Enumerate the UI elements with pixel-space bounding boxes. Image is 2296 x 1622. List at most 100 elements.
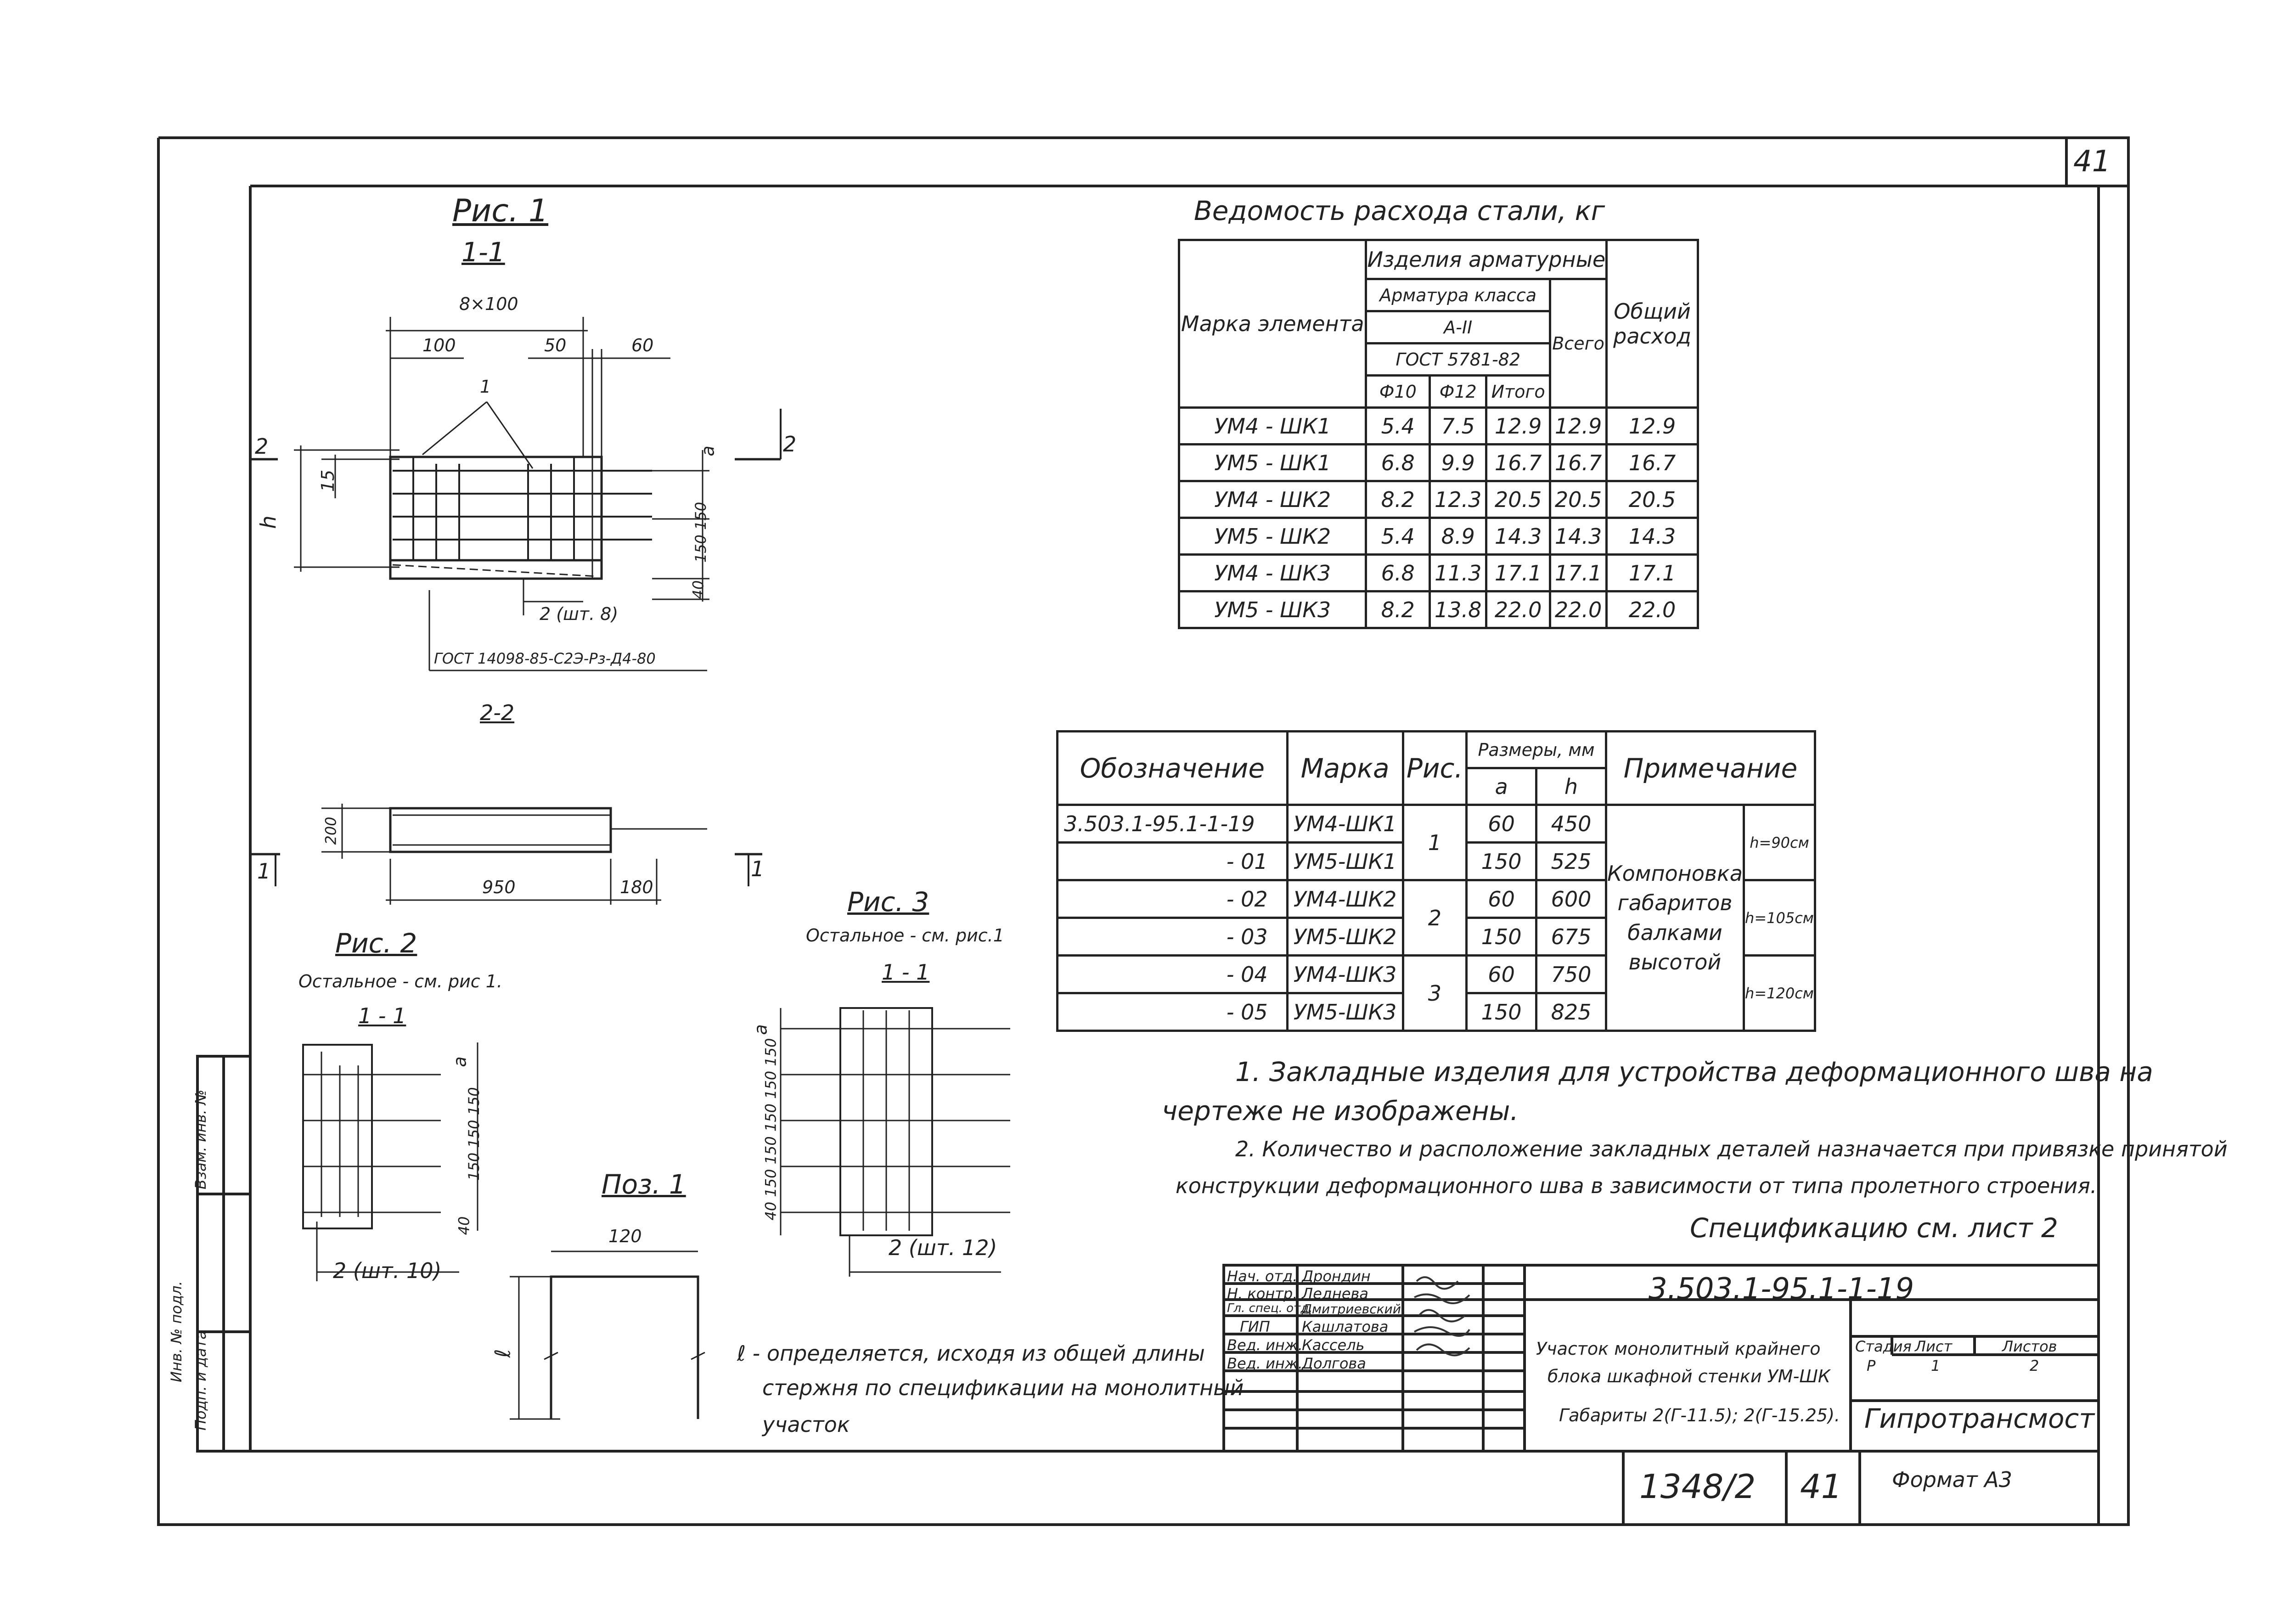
signatures-image [1414, 1276, 1470, 1357]
fig3-bars-note: 2 (шт. 12) [889, 1235, 997, 1260]
steel-row-total: 14.3 [1548, 517, 1608, 556]
spec-row-h: 825 [1535, 992, 1607, 1032]
steel-row: УМ5 - ШК3 8.2 13.8 22.0 22.0 22.0 [1177, 590, 1699, 629]
fig2-title: Рис. 2 [335, 928, 417, 959]
spec-row-mark: УМ5-ШК2 [1286, 917, 1404, 957]
steel-row-total: 16.7 [1548, 443, 1608, 482]
spec-row-a: 150 [1465, 992, 1538, 1032]
fig3-title: Рис. 3 [847, 886, 929, 918]
spec-table: Обозначение Марка Рис. Размеры, мм Приме… [1056, 730, 1817, 1032]
tb-archive-number: 1348/2 [1639, 1467, 1756, 1506]
fig2-dim-150s: 150 150 150 [465, 1087, 483, 1181]
spec-col-sizes: Размеры, мм [1465, 730, 1607, 769]
steel-row-total: 22.0 [1548, 590, 1608, 629]
fig1-dim-200: 200 [322, 817, 340, 845]
spec-row-designation: - 02 [1056, 879, 1289, 919]
steel-col-class: А-II [1365, 310, 1551, 344]
spec-row-h: 525 [1535, 841, 1607, 881]
spec-row-h: 450 [1535, 804, 1607, 844]
fig1-cut-1-left: 1 [257, 859, 271, 884]
tb-desc-line2: блока шкафной стенки УМ-ШК [1548, 1366, 1830, 1386]
fig1-section-2-label: 2-2 [480, 700, 515, 725]
spec-height-120: h=120см [1742, 954, 1817, 1032]
steel-row-subtotal: 12.9 [1485, 406, 1551, 445]
fig3-dim-stack: 40 150 150 150 150 150 [762, 1038, 780, 1221]
pos1-note-line2: стержня по спецификации на монолитный [762, 1375, 1244, 1400]
spec-col-h: h [1535, 767, 1607, 806]
steel-col-d10: Ф10 [1365, 374, 1431, 409]
steel-row-total: 12.9 [1548, 406, 1608, 445]
spec-height-105: h=105см [1742, 879, 1817, 957]
steel-row-d12: 13.8 [1429, 590, 1488, 629]
steel-row-d12: 7.5 [1429, 406, 1488, 445]
fig1-dim-150-150: 150 150 [692, 501, 710, 563]
steel-col-rebar-class: Арматура класса [1365, 278, 1551, 312]
spec-col-note: Примечание [1604, 730, 1817, 806]
steel-row-d10: 8.2 [1365, 480, 1431, 519]
tb-stage: Р [1867, 1357, 1876, 1374]
steel-row-d12: 8.9 [1429, 517, 1488, 556]
steel-row-mark: УМ4 - ШК3 [1177, 553, 1367, 592]
steel-row-d10: 6.8 [1365, 443, 1431, 482]
fig1-dim-a: a [698, 445, 718, 456]
steel-row-d12: 11.3 [1429, 553, 1488, 592]
fig3-dim-a: a [750, 1024, 771, 1035]
tb-role-4: Вед. инж. [1227, 1336, 1303, 1354]
steel-row-mark: УМ4 - ШК2 [1177, 480, 1367, 519]
spec-row-mark: УМ5-ШК1 [1286, 841, 1404, 881]
spec-col-designation: Обозначение [1056, 730, 1289, 806]
spec-row: - 03 УМ5-ШК2 150 675 [1056, 917, 1815, 957]
steel-row-mark: УМ5 - ШК3 [1177, 590, 1367, 629]
fig2-dim-40: 40 [455, 1216, 473, 1235]
doc-code: 3.503.1-95.1-1-19 [1649, 1272, 1914, 1306]
steel-row-total: 17.1 [1548, 553, 1608, 592]
steel-row-mark: УМ5 - ШК1 [1177, 443, 1367, 482]
spec-row-a: 60 [1465, 804, 1538, 844]
steel-col-d12: Ф12 [1429, 374, 1488, 409]
fig1-dim-60: 60 [631, 335, 654, 355]
steel-row: УМ5 - ШК1 6.8 9.9 16.7 16.7 16.7 [1177, 443, 1699, 482]
steel-row-d10: 5.4 [1365, 517, 1431, 556]
fig1-dim-180: 180 [620, 877, 653, 897]
tb-sheet: 1 [1931, 1357, 1941, 1374]
steel-row: УМ4 - ШК2 8.2 12.3 20.5 20.5 20.5 [1177, 480, 1699, 519]
steel-table-title: Ведомость расхода стали, кг [1194, 195, 1605, 226]
steel-row-subtotal: 22.0 [1485, 590, 1551, 629]
tb-role-5: Вед. инж. [1227, 1355, 1303, 1372]
spec-height-90: h=90см [1742, 804, 1817, 881]
fig1-cut-2-left: 2 [255, 434, 269, 459]
tb-role-3: ГИП [1240, 1318, 1270, 1335]
spec-row-a: 60 [1465, 954, 1538, 994]
note-1-line2: чертеже не изображены. [1162, 1095, 1519, 1126]
spec-row-fig: 2 [1401, 879, 1468, 957]
steel-row-overall: 12.9 [1605, 406, 1699, 445]
spec-row: - 05 УМ5-ШК3 150 825 [1056, 992, 1815, 1032]
tb-name-3: Кашлатова [1302, 1318, 1389, 1335]
pos1-dim-120: 120 [608, 1226, 642, 1246]
spec-row: - 04 УМ4-ШК3 3 60 750 h=120см [1056, 954, 1817, 1032]
fig1-section-1-label: 1-1 [461, 237, 505, 268]
spec-row-fig: 1 [1401, 804, 1468, 881]
spec-col-mark: Марка [1286, 730, 1404, 806]
fig1-weld-note: ГОСТ 14098-85-С2Э-Рз-Д4-80 [434, 650, 656, 667]
fig1-dim-h: h [256, 515, 281, 529]
fig3-section-label: 1 - 1 [882, 960, 930, 985]
fig1-callout-1: 1 [480, 377, 491, 397]
tb-sheet-label: Лист [1915, 1338, 1953, 1355]
fig2-dim-a: a [450, 1056, 470, 1067]
fig1-dim-8x100: 8×100 [459, 294, 518, 314]
side-stamp-replace-inv: Взам. инв. № [192, 1089, 209, 1189]
spec-row-designation: 3.503.1-95.1-1-19 [1056, 804, 1289, 844]
side-stamp-inv: Инв. № подл. [168, 1281, 185, 1382]
steel-col-products: Изделия арматурные [1365, 239, 1608, 280]
steel-row-subtotal: 14.3 [1485, 517, 1551, 556]
tb-desc-line3: Габариты 2(Г-11.5); 2(Г-15.25). [1559, 1405, 1840, 1425]
steel-row-overall: 16.7 [1605, 443, 1699, 482]
fig1-title: Рис. 1 [452, 193, 549, 229]
steel-row-overall: 20.5 [1605, 480, 1699, 519]
steel-row-overall: 14.3 [1605, 517, 1699, 556]
tb-desc-line1: Участок монолитный крайнего [1536, 1339, 1821, 1359]
pos1-note-line1: ℓ - определяется, исходя из общей длины [737, 1341, 1205, 1366]
spec-row: - 01 УМ5-ШК1 150 525 [1056, 841, 1815, 881]
